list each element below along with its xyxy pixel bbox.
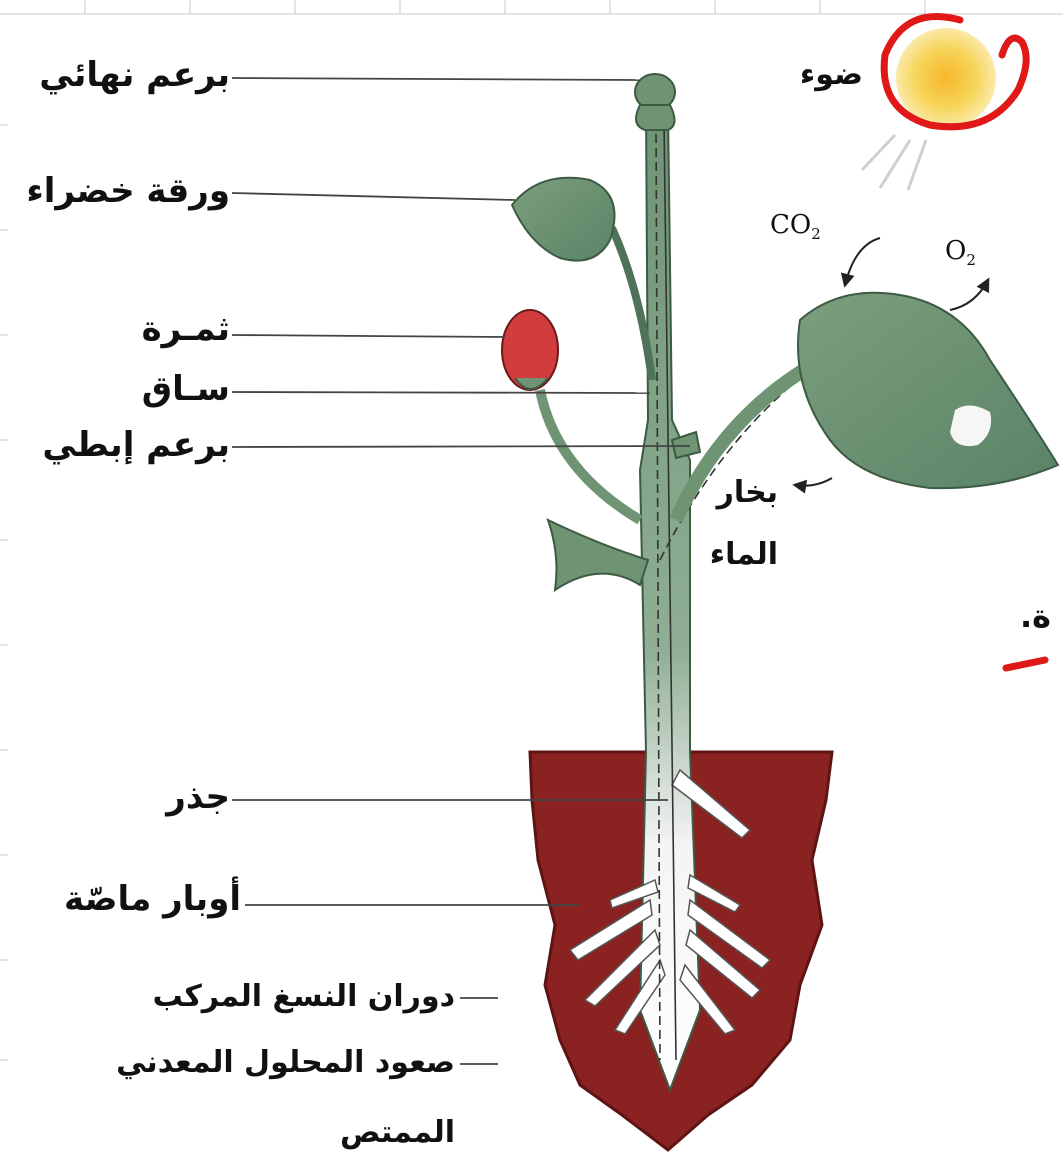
- label-terminal-bud: برعم نهائي: [39, 58, 230, 92]
- label-stem: سـاق: [142, 372, 230, 406]
- lower-leaf: [548, 520, 648, 590]
- terminal-bud: [635, 74, 675, 130]
- label-axillary-bud: برعم إبطي: [42, 428, 230, 462]
- fruit: [502, 310, 640, 520]
- label-green-leaf: ورقة خضراء: [26, 174, 230, 208]
- edge-text-fragment: ة.: [1020, 600, 1051, 632]
- label-water-vapor-line1: بخار: [717, 478, 778, 508]
- label-water-vapor-line2: الماء: [710, 540, 778, 570]
- light-rays: [862, 135, 926, 190]
- legend-raw-sap-line1: صعود المحلول المعدني: [116, 1048, 455, 1078]
- legend-raw-sap-line2: الممتص: [340, 1118, 455, 1148]
- label-o2: O2: [945, 238, 976, 268]
- label-root: جذر: [166, 780, 230, 814]
- label-co2: CO2: [770, 212, 821, 242]
- red-dash-annotation: [1006, 660, 1045, 668]
- legend-elaborated-sap: دوران النسغ المركب: [153, 982, 455, 1012]
- label-light: ضوء: [800, 60, 863, 90]
- label-fruit: ثمـرة: [142, 312, 230, 346]
- label-root-hairs: أوبار ماصّة: [64, 882, 241, 916]
